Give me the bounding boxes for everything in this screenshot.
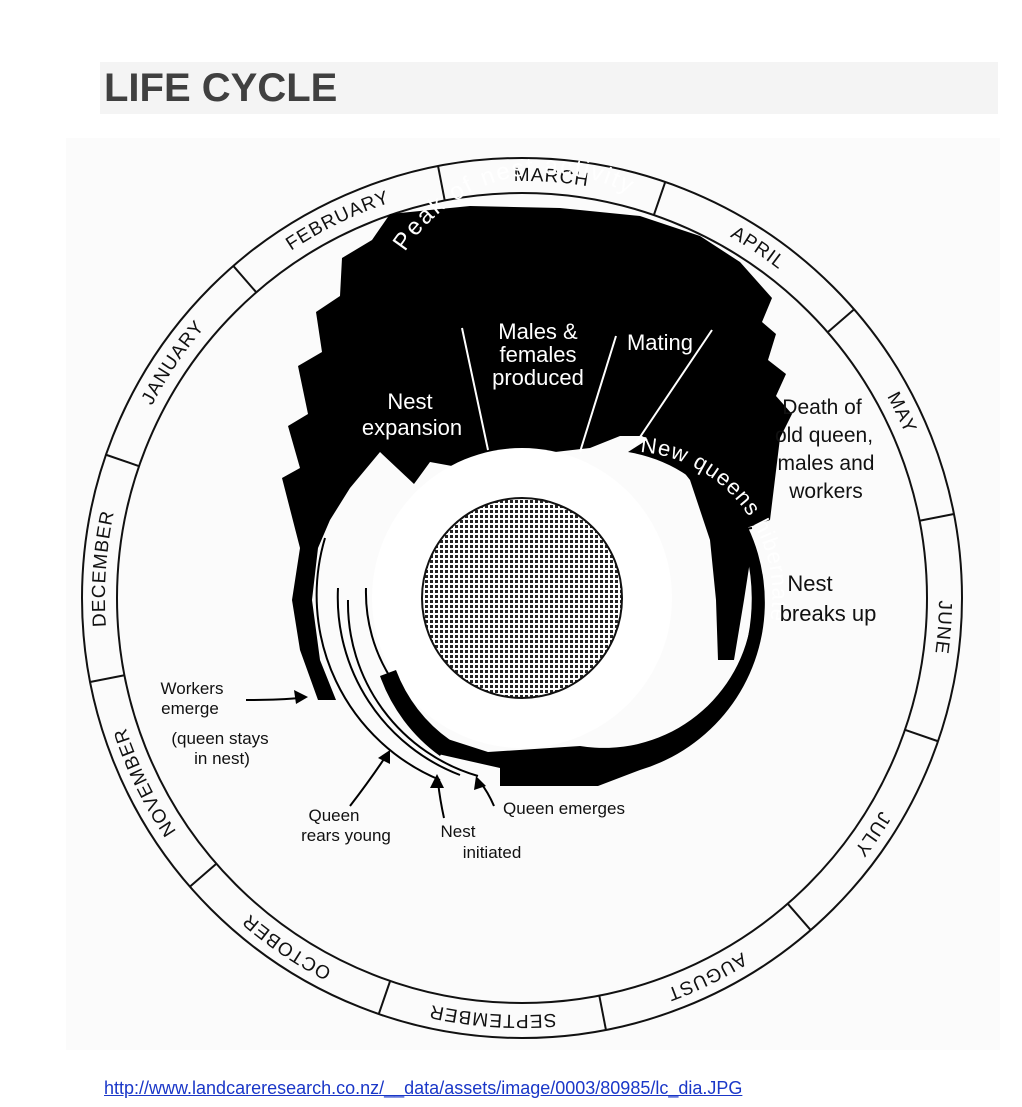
workers-arrowhead — [294, 690, 308, 704]
month-label-may: MAY — [883, 389, 921, 437]
month-label-august: AUGUST — [664, 948, 751, 1005]
queen-emerges-arrowhead — [474, 776, 486, 790]
outer-ring — [81, 157, 963, 1039]
month-divider — [377, 980, 392, 1015]
month-label-december: DECEMBER — [89, 509, 119, 628]
divider-line-3 — [633, 329, 713, 447]
month-divider — [652, 181, 667, 216]
nest-breaks-label-1: Nest — [787, 571, 832, 596]
nest-expansion-label-2: expansion — [362, 415, 462, 440]
hibernation-center — [421, 497, 623, 699]
month-divider — [232, 265, 258, 293]
queen-rears-label-1: Queen — [308, 806, 359, 825]
tick-line — [737, 527, 753, 531]
queen-stays-label-2: in nest) — [194, 749, 250, 768]
nest-initiated-label-1: Nest — [441, 822, 476, 841]
month-dividers — [89, 165, 955, 1031]
hibernate-band — [432, 438, 765, 786]
nest-breaks-label-2: breaks up — [780, 601, 877, 626]
month-divider — [904, 728, 939, 743]
mating-label: Mating — [627, 330, 693, 355]
source-link[interactable]: http://www.landcareresearch.co.nz/__data… — [104, 1078, 743, 1098]
queen-rears-arrow — [349, 755, 387, 807]
nest-activity-region — [282, 206, 792, 660]
title-bar — [100, 62, 998, 114]
page-title: LIFE CYCLE — [104, 66, 338, 110]
death-label-4: workers — [788, 480, 863, 503]
queen-emerges-label: Queen emerges — [503, 799, 625, 818]
month-divider — [189, 862, 217, 888]
death-label-2: old queen, — [775, 424, 873, 447]
nest-initiated-arrowhead — [430, 774, 444, 788]
month-label-june: JUNE — [930, 600, 955, 655]
inner-ring — [116, 192, 928, 1004]
workers-label-2: emerge — [161, 699, 219, 718]
workers-arrow — [245, 697, 301, 701]
month-divider — [437, 165, 446, 201]
queen-stays-label-1: (queen stays — [171, 729, 268, 748]
timeline-arc-5 — [685, 451, 754, 745]
death-label-1: Death of — [782, 396, 862, 419]
month-divider — [919, 513, 955, 522]
month-label-november: NOVEMBER — [110, 725, 180, 840]
queen-rears-label-2: rears young — [301, 826, 391, 845]
males-label-1: Males & — [498, 319, 578, 344]
divider-line-2 — [579, 335, 617, 453]
nest-initiated-label-2: initiated — [463, 843, 522, 862]
month-divider — [105, 453, 140, 468]
timeline-arc-4 — [364, 587, 393, 681]
month-label-september: SEPTEMBER — [427, 1000, 557, 1031]
month-label-july: JULY — [849, 808, 894, 861]
month-divider — [598, 995, 607, 1031]
month-divider — [827, 308, 855, 334]
month-divider — [89, 674, 125, 683]
arrowheads — [294, 690, 486, 790]
divider-line-1 — [461, 327, 489, 451]
queen-rears-arrowhead — [378, 750, 390, 764]
death-label-3: males and — [778, 452, 875, 475]
timeline-arc-2 — [336, 587, 461, 776]
workers-label-1: Workers — [161, 679, 224, 698]
queen-nest-bar — [380, 670, 450, 756]
males-label-3: produced — [492, 365, 584, 390]
nest-expansion-label-1: Nest — [387, 389, 432, 414]
month-divider — [786, 903, 812, 931]
timeline-arc-3 — [346, 599, 479, 777]
timeline-arc-1 — [315, 537, 441, 781]
early-season-bars — [292, 548, 336, 700]
males-label-2: females — [499, 342, 576, 367]
